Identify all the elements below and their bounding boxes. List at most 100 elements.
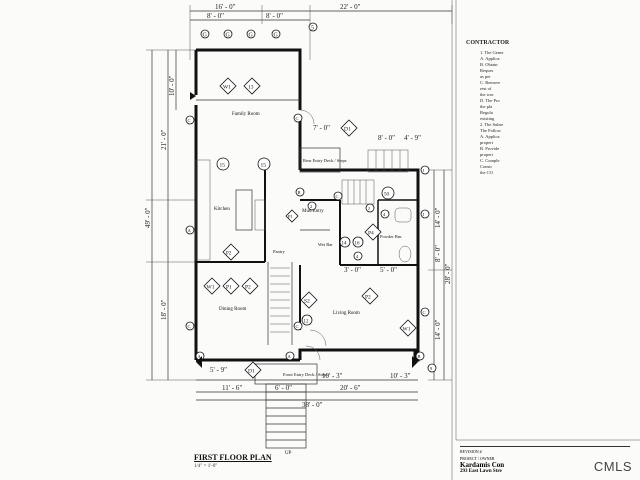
svg-text:W1: W1 — [207, 285, 215, 291]
svg-text:C: C — [296, 116, 299, 121]
corner-marker — [196, 356, 202, 368]
note-line: rest of — [480, 86, 492, 91]
dim-mid-b: 8' - 0" — [378, 134, 395, 142]
svg-text:J: J — [423, 168, 425, 173]
dim-bot-f: 5' - 9" — [210, 366, 227, 374]
title-block-company: Kardamis Con — [460, 461, 505, 469]
plan-scale: 1/4" = 1'-0" — [194, 464, 218, 469]
svg-text:W1: W1 — [223, 85, 231, 91]
note-line: existing — [480, 116, 495, 121]
svg-text:14: 14 — [342, 242, 348, 247]
svg-text:13: 13 — [248, 85, 254, 91]
dim-bot-total: 38' - 0" — [302, 401, 323, 409]
dim-right-c: 8' - 0" — [434, 245, 442, 262]
svg-text:P2: P2 — [226, 252, 232, 257]
svg-text:16: 16 — [355, 242, 361, 247]
dim-bot-e: 10' - 3" — [390, 372, 411, 380]
kitchen-island — [235, 189, 253, 231]
dim-left-total: 49' - 0" — [144, 207, 152, 228]
dim-bot-b: 6' - 0" — [275, 384, 292, 392]
room-label-powder: Powder Rm. — [380, 234, 403, 239]
top-tags: G G G G 5 — [200, 22, 318, 39]
svg-text:15: 15 — [220, 163, 226, 169]
dim-mid-a: 7' - 0" — [313, 124, 330, 132]
svg-text:W1: W1 — [403, 327, 411, 333]
svg-text:2: 2 — [310, 204, 312, 209]
powder-sink — [394, 207, 412, 223]
svg-text:C: C — [188, 118, 191, 123]
svg-text:B: B — [418, 354, 421, 359]
svg-text:G: G — [226, 33, 231, 39]
dim-bot-a: 11' - 6" — [222, 384, 242, 392]
dim-bot-c: 10' - 3" — [322, 372, 343, 380]
notes-header: CONTRACTOR — [466, 40, 510, 46]
dim-left-a: 21' - 0" — [160, 129, 168, 150]
dim-top-a: 16' - 0" — [215, 3, 236, 11]
note-line: The Follow — [480, 128, 501, 133]
note-line: A. Applica — [480, 56, 500, 61]
door-swing — [305, 345, 321, 361]
stairs-up-label: UP — [285, 451, 292, 456]
note-line: the CO — [480, 170, 493, 175]
note-line: propert — [480, 140, 493, 145]
rear-deck — [299, 147, 341, 173]
door-swing — [309, 329, 327, 347]
svg-text:G: G — [274, 33, 279, 39]
note-line: C. Remove — [480, 80, 501, 85]
svg-text:D1: D1 — [344, 127, 351, 133]
room-label-family: Family Room — [232, 112, 260, 117]
svg-text:50: 50 — [384, 193, 390, 198]
svg-text:D1: D1 — [248, 369, 255, 375]
svg-text:C: C — [188, 324, 191, 329]
room-label-wet-bar: Wet Bar — [318, 242, 333, 247]
dim-right-a: 14' - 0" — [434, 207, 442, 228]
title-block-project: PROJECT / OWNER — [460, 456, 495, 461]
title-block-address: 293 East Lawn Stre — [460, 469, 502, 474]
dim-right-b: 14' - 0" — [434, 319, 442, 340]
dim-mid-d: 3' - 0" — [344, 266, 361, 274]
svg-text:C: C — [336, 194, 339, 199]
svg-text:4: 4 — [383, 212, 386, 217]
note-line: B. Provide — [480, 146, 500, 151]
note-line: the pla — [480, 104, 493, 109]
dim-bot-d: 20' - 6" — [340, 384, 361, 392]
svg-text:G: G — [203, 33, 208, 39]
svg-text:J: J — [368, 206, 370, 211]
svg-text:J: J — [423, 212, 425, 217]
note-line: B. Obtain — [480, 62, 498, 67]
svg-text:4: 4 — [356, 254, 359, 259]
svg-text:C: C — [296, 324, 299, 329]
svg-text:12: 12 — [304, 320, 310, 325]
dim-mid-c: 4' - 9" — [404, 134, 421, 142]
dim-top-c: 8' - 0" — [207, 12, 224, 20]
dim-left-b: 18' - 0" — [160, 299, 168, 320]
svg-text:S2: S2 — [304, 299, 310, 305]
svg-text:9: 9 — [430, 366, 433, 371]
window-door-tags: W1 13 D1 W1 P1 P2 P4 P2 W1 D1 S2 — [203, 77, 417, 379]
note-line: 1. The Gener — [480, 50, 504, 55]
note-line: as per — [480, 74, 491, 79]
title-block-revision: REVISION # — [460, 449, 482, 454]
stairs-interior — [270, 267, 290, 333]
svg-text:5: 5 — [311, 26, 314, 32]
dim-top-b: 22' - 0" — [340, 3, 361, 11]
svg-text:A: A — [198, 354, 202, 359]
room-label-pantry: Pantry — [273, 249, 285, 254]
room-label-dining: Dining Room — [219, 307, 246, 312]
svg-text:A: A — [188, 228, 192, 233]
stairs-front — [265, 383, 307, 449]
svg-text:P2: P2 — [245, 285, 251, 291]
contractor-notes: CONTRACTOR 1. The Gener A. Applica B. Ob… — [466, 40, 626, 400]
dim-right-total: 28' - 0" — [444, 263, 452, 284]
note-line: 2. The Subse — [480, 122, 504, 127]
mls-watermark: CMLS — [593, 459, 632, 474]
note-line: C. Comple — [480, 158, 500, 163]
corner-marker — [412, 356, 418, 368]
svg-text:G: G — [249, 33, 254, 39]
circle-tags: 15 15 14 16 12 50 4 4 2 9 C A C C C J J … — [185, 113, 437, 373]
room-label-rear-entry: Rear Entry Deck / Steps — [303, 158, 347, 163]
note-line: propert — [480, 152, 493, 157]
note-line: Regula — [480, 110, 493, 115]
